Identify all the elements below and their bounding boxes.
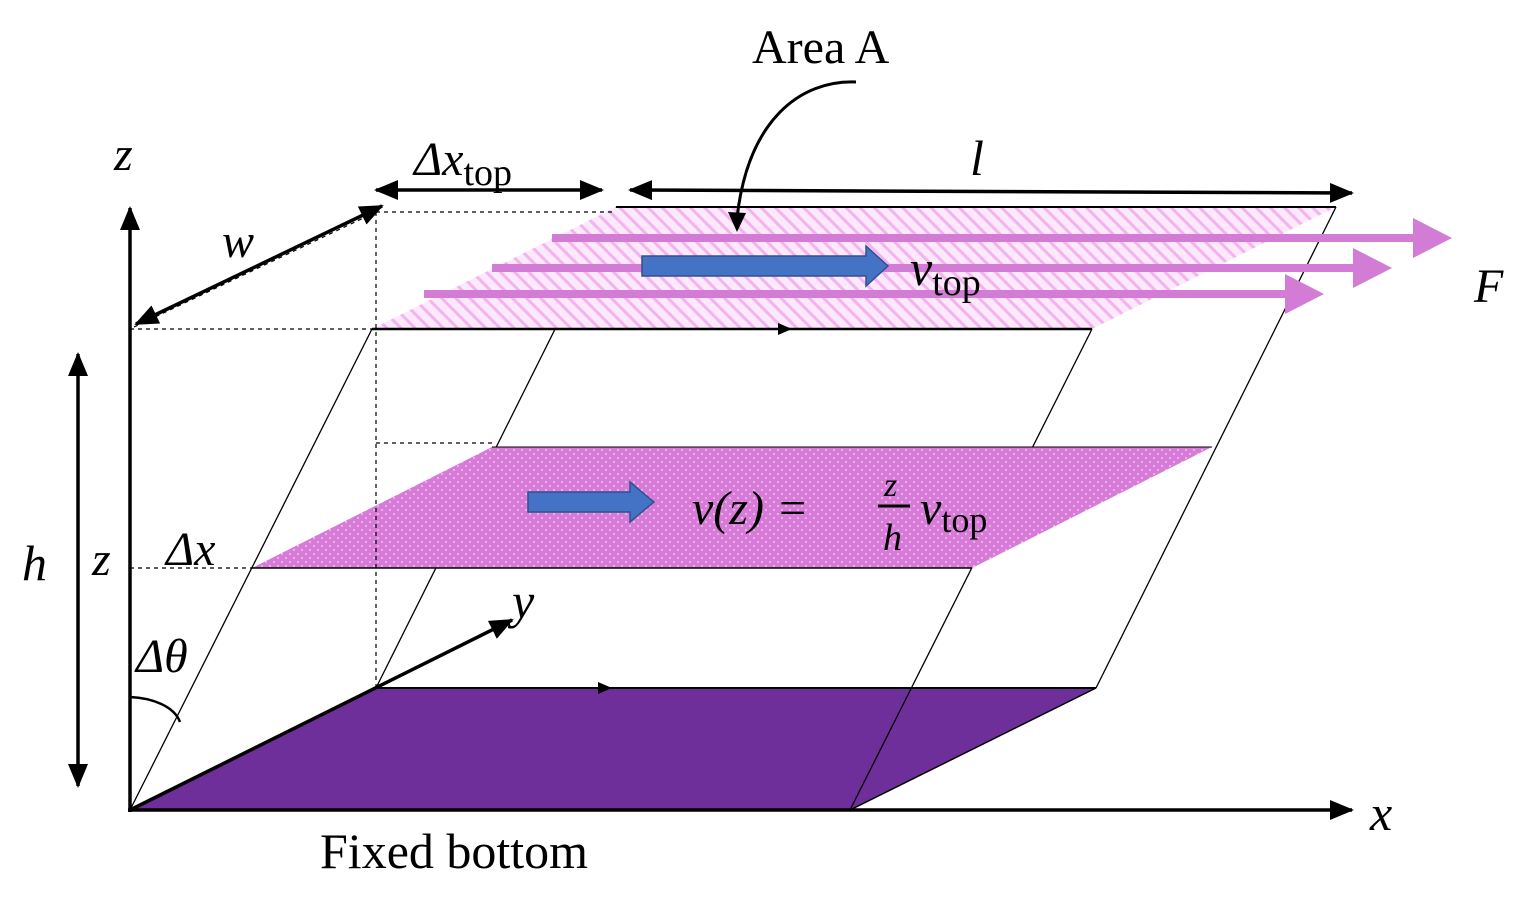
middle-plate (252, 447, 1212, 568)
eq-numerator: z (883, 467, 897, 504)
v-top-label: vtop (910, 240, 981, 304)
l-label: l (970, 130, 984, 186)
area-label: Area A (752, 21, 890, 74)
z-level-label: z (91, 533, 111, 586)
middle-velocity-arrow (527, 480, 656, 524)
dx-label: Δx (164, 523, 215, 576)
eq-v-top: vtop (920, 482, 987, 540)
dashed-guides (130, 211, 612, 688)
z-axis-label: z (113, 128, 133, 181)
area-pointer-head (728, 212, 746, 232)
w-dimension-arrow (134, 204, 384, 326)
dx-top-label: Δxtop (412, 133, 512, 194)
area-pointer (735, 80, 857, 219)
edge-front-left (129, 328, 373, 811)
y-axis (129, 618, 514, 812)
top-front-small-arrow (778, 323, 792, 335)
y-axis-label: y (507, 573, 535, 629)
eq-lhs: v(z) = (692, 482, 808, 535)
top-velocity-arrow (641, 244, 890, 288)
force-label: F (1473, 260, 1504, 313)
fixed-bottom-label: Fixed bottom (320, 823, 588, 879)
dtheta-arc (129, 695, 182, 723)
bottom-back-small-arrow (598, 682, 612, 694)
h-label: h (22, 535, 47, 591)
bottom-plate (129, 687, 1097, 811)
x-axis-label: x (1369, 785, 1392, 841)
force-arrows (424, 218, 1452, 314)
velocity-profile-equation: v(z) = z h vtop (692, 467, 987, 559)
w-label: w (222, 215, 254, 268)
edge-front-right (849, 328, 1093, 811)
l-dimension-arrow (628, 180, 1354, 203)
dtheta-label: Δθ (134, 630, 188, 683)
eq-denominator: h (883, 517, 902, 559)
